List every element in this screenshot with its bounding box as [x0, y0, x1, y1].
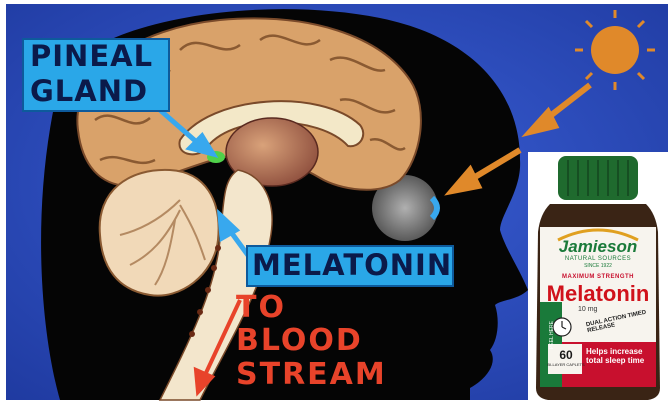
dose-label: 10 mg — [578, 306, 597, 313]
benefit-line1: Helps increase — [586, 347, 642, 356]
brand-since: SINCE 1922 — [528, 263, 668, 269]
melatonin-label: MELATONIN — [252, 251, 452, 280]
blood-stream-label-line3: STREAM — [236, 360, 387, 390]
benefit-text: Helps increase total sleep time — [586, 347, 660, 365]
blood-stream-label-line2: BLOOD — [236, 326, 363, 356]
product-name: Melatonin — [528, 281, 668, 307]
pineal-label-line2: GLAND — [30, 77, 148, 106]
caplet-type: BI-LAYER CAPLETS — [546, 362, 586, 367]
brand-name: Jamieson — [528, 237, 668, 257]
peel-here-label: PEEL HERE — [549, 320, 555, 350]
strength-label: MAXIMUM STRENGTH — [528, 274, 668, 280]
caplet-count: 60 — [546, 348, 586, 362]
brand-subtitle: NATURAL SOURCES — [528, 256, 668, 262]
blood-stream-label-line1: TO — [236, 293, 286, 323]
melatonin-bottle: Jamieson NATURAL SOURCES SINCE 1922 MAXI… — [528, 152, 668, 402]
benefit-line2: total sleep time — [586, 356, 644, 365]
pineal-label-line1: PINEAL — [30, 42, 153, 71]
